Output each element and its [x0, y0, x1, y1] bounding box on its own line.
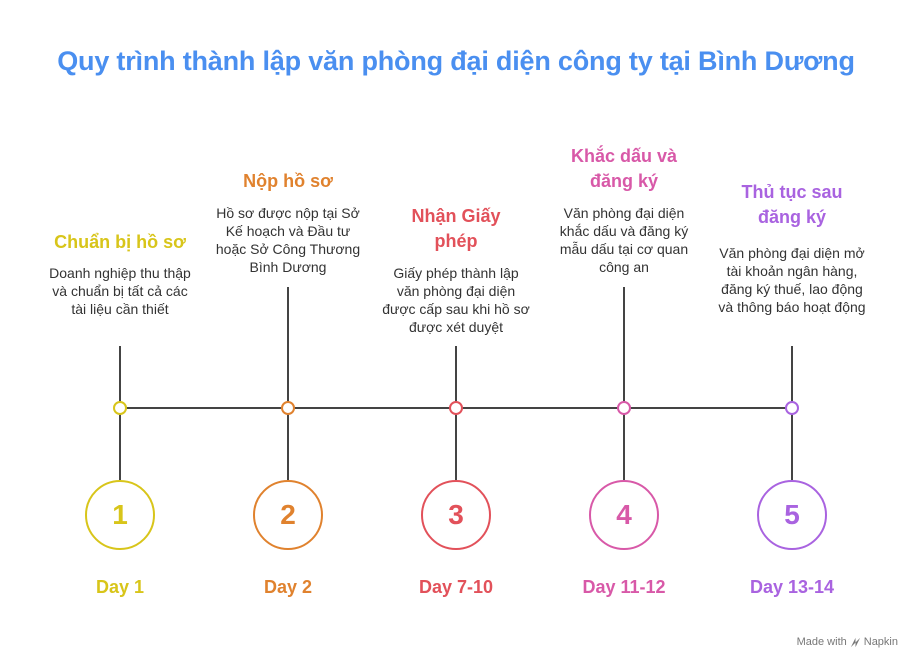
- step-3-title: Nhận Giấy phép: [411, 206, 501, 251]
- step-2-description: Hồ sơ được nộp tại Sở Kế hoạch và Đầu tư…: [215, 205, 361, 275]
- step-4-node: [617, 401, 631, 415]
- step-5-number-circle: 5: [757, 480, 827, 550]
- step-4-day: Day 11-12: [582, 577, 666, 597]
- step-5-node: [785, 401, 799, 415]
- step-1-title: Chuẩn bị hồ sơ: [54, 232, 186, 252]
- step-3-node: [449, 401, 463, 415]
- step-2-day: Day 2: [263, 577, 313, 597]
- step-2-node: [281, 401, 295, 415]
- napkin-brand: Napkin: [863, 636, 898, 648]
- page-title: Quy trình thành lập văn phòng đại diện c…: [57, 46, 855, 76]
- step-1-number-circle: 1: [85, 480, 155, 550]
- step-2-number-circle: 2: [253, 480, 323, 550]
- step-5-title: Thủ tục sau đăng ký: [741, 182, 843, 227]
- made-with-napkin: Made with Napkin: [797, 636, 898, 648]
- step-5-description: Văn phòng đại diện mở tài khoản ngân hàn…: [718, 245, 866, 315]
- timeline-nodes: [113, 401, 799, 415]
- step-4-description: Văn phòng đại diện khắc dấu và đăng ký m…: [559, 205, 689, 275]
- made-with-label: Made with: [796, 636, 847, 648]
- step-5-day: Day 13-14: [749, 577, 835, 597]
- step-4-number-circle: 4: [589, 480, 659, 550]
- step-4-title: Khắc dấu và đăng ký: [570, 146, 678, 191]
- step-1-day: Day 1: [95, 577, 145, 597]
- step-1-node: [113, 401, 127, 415]
- step-3-day: Day 7-10: [418, 577, 494, 597]
- step-3-description: Giấy phép thành lập văn phòng đại diện đ…: [382, 265, 530, 335]
- step-3-number-circle: 3: [421, 480, 491, 550]
- step-2-title: Nộp hồ sơ: [243, 171, 333, 191]
- napkin-logo-icon: [850, 637, 860, 647]
- step-1-description: Doanh nghiệp thu thập và chuẩn bị tất cả…: [49, 265, 191, 317]
